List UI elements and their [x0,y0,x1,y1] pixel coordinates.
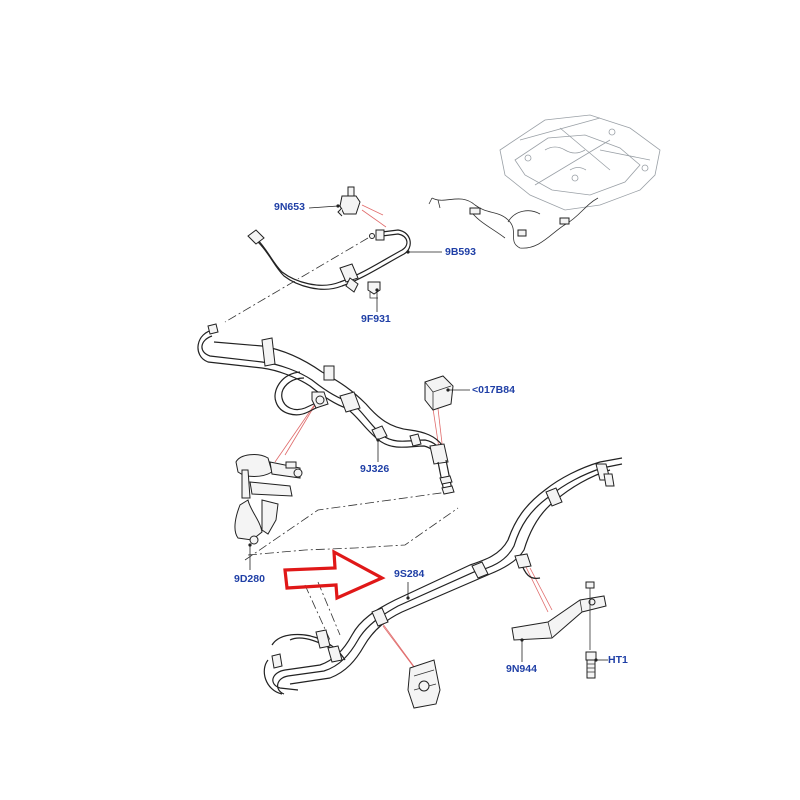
callout-9n653: 9N653 [274,201,305,213]
callout-9b593: 9B593 [445,246,476,258]
pump-module [407,659,441,709]
bracket-9n944 [511,595,607,641]
red-arrow-icon [283,549,386,601]
valve-bracket-9d280 [234,454,303,545]
label-leader-lines [248,204,608,662]
callout-9s284: 9S284 [394,568,425,580]
bolt-ht1 [585,581,597,679]
pipe-assembly-9j326 [197,323,455,495]
callout-9d280: 9D280 [234,573,265,585]
callout-9f931: 9F931 [361,313,391,325]
assembly-centerlines [224,237,459,641]
callout-9n944: 9N944 [506,663,537,675]
callout-017b84: <017B84 [472,384,515,396]
sensor-017b84 [424,375,454,411]
callout-ht1: HT1 [608,654,628,666]
wiring-harness [428,197,599,249]
callout-9j326: 9J326 [360,463,390,475]
fuel-tank-assembly-outline [499,114,661,211]
sensor-9n653 [337,186,361,217]
pipe-assembly-9s284 [263,456,623,695]
hose-9b593 [247,229,411,293]
